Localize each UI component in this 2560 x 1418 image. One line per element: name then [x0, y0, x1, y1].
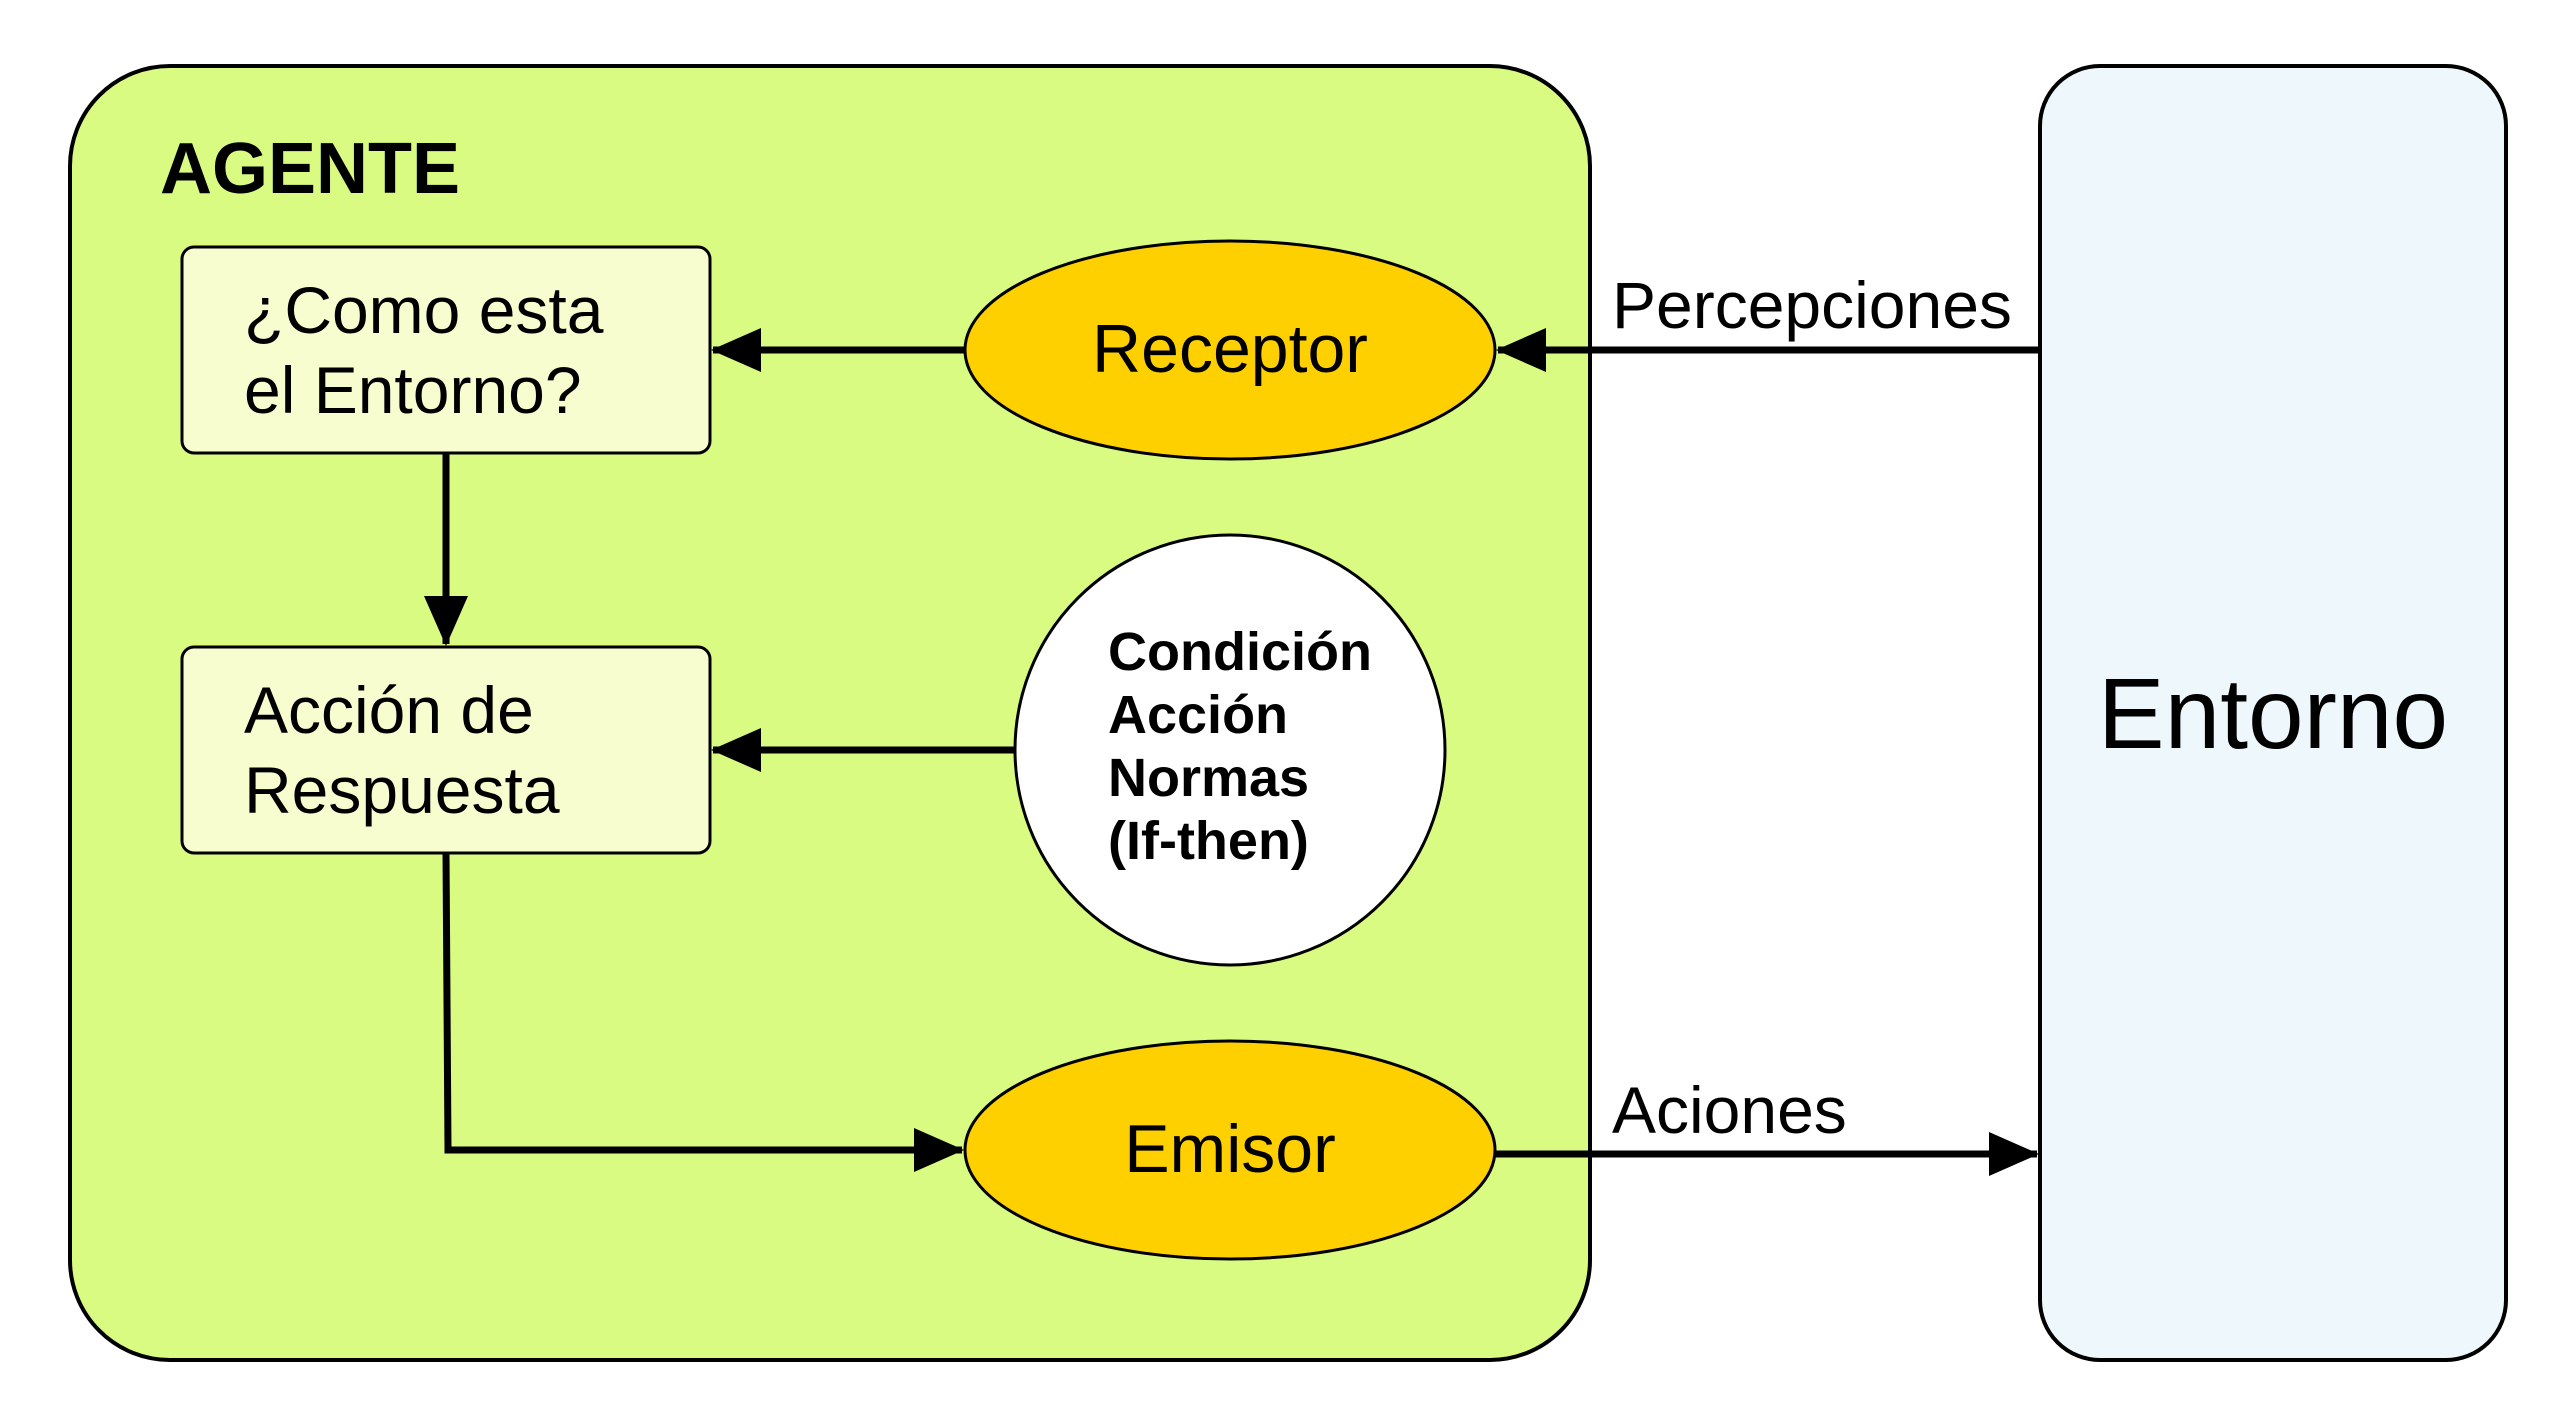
state-box-line2: el Entorno? — [244, 353, 582, 427]
rules-node: Condición Acción Normas (If-then) — [1013, 533, 1447, 967]
perceptions-label: Percepciones — [1612, 268, 2012, 342]
action-box-line2: Respuesta — [244, 753, 560, 827]
agent-title: AGENTE — [160, 129, 460, 209]
emisor-ellipse — [963, 1039, 1497, 1261]
rules-line1: Condición — [1108, 622, 1372, 682]
rules-line4: (If-then) — [1108, 811, 1309, 871]
emisor-label: Emisor — [1124, 1111, 1336, 1187]
actions-label: Aciones — [1612, 1073, 1847, 1147]
action-to-emisor-arrow — [442, 852, 964, 1172]
emisor-node: Emisor — [963, 1039, 1497, 1261]
state-box-line1: ¿Como esta — [244, 273, 604, 347]
rules-line3: Normas — [1108, 748, 1309, 808]
environment-node: Entorno — [2038, 64, 2508, 1362]
environment-box — [2038, 64, 2508, 1362]
environment-label: Entorno — [2098, 658, 2448, 770]
rules-line2: Acción — [1108, 685, 1288, 745]
action-box-line1: Acción de — [244, 673, 534, 747]
state-box: ¿Como esta el Entorno? — [180, 245, 712, 455]
action-box: Acción de Respuesta — [180, 645, 712, 855]
receptor-label: Receptor — [1092, 311, 1368, 387]
receptor-node: Receptor — [963, 239, 1497, 461]
